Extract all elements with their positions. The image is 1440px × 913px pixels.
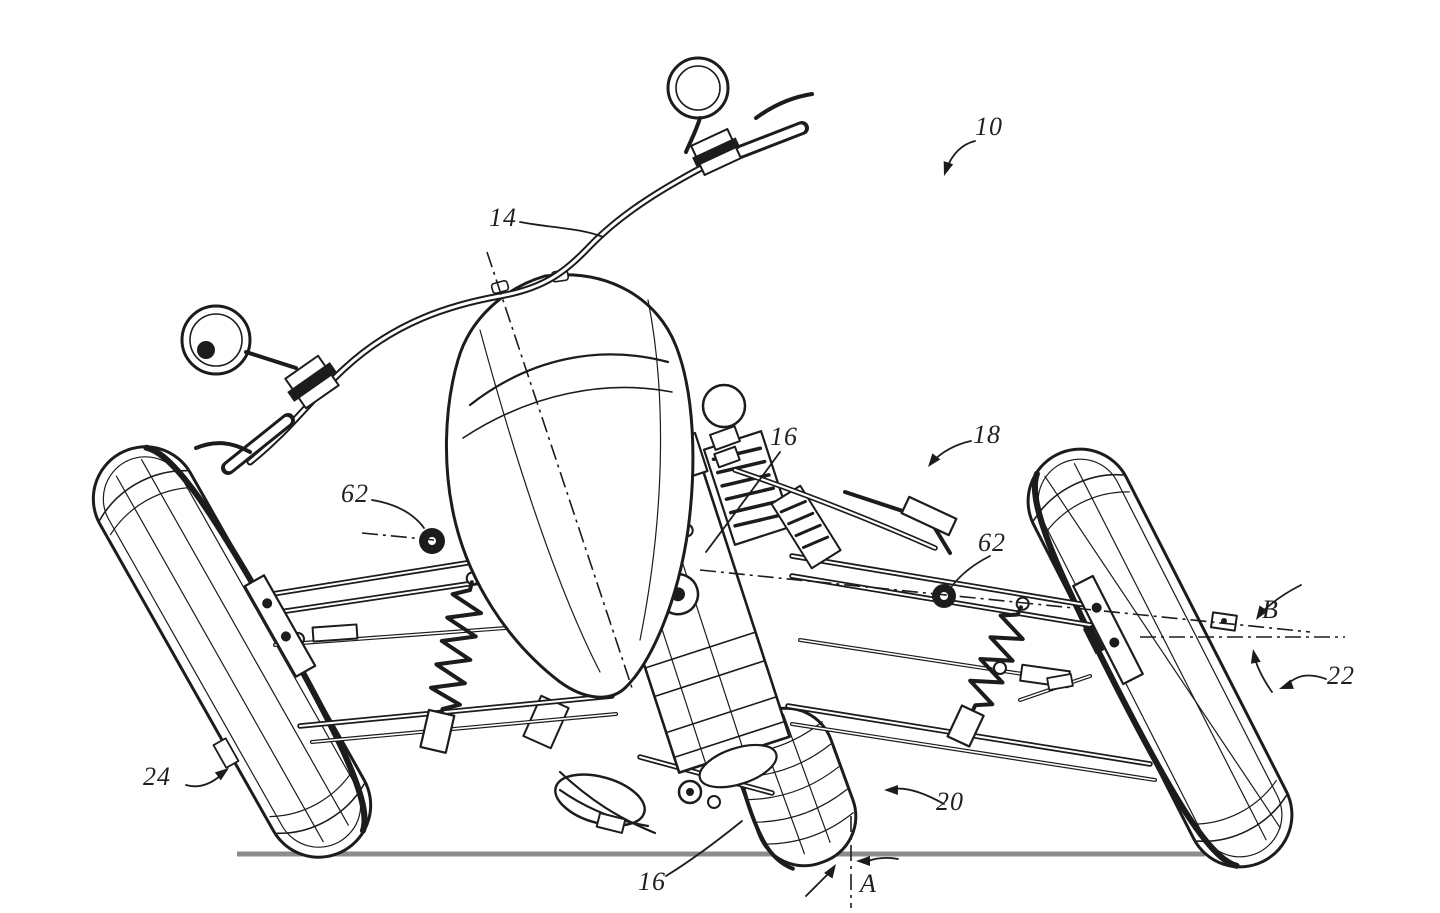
fork-bellows bbox=[770, 484, 842, 570]
left-wheel-upright bbox=[243, 574, 317, 678]
arrowhead-10 bbox=[943, 161, 954, 176]
tilt-pivot-left bbox=[419, 528, 445, 554]
tilt-axis-line-right bbox=[699, 569, 1311, 633]
ref-label-16-lower: 16 bbox=[638, 867, 666, 896]
steering-axis-line bbox=[486, 251, 633, 689]
mirror-left bbox=[180, 304, 298, 376]
front-fairing bbox=[444, 269, 695, 699]
ref-label-22: 22 bbox=[1327, 661, 1355, 690]
tilt-axis-line-left bbox=[361, 532, 435, 541]
handlebar-clamp-right bbox=[690, 128, 742, 176]
headlamp bbox=[701, 383, 747, 469]
leader-22 bbox=[1287, 674, 1327, 685]
right-suspension-arms bbox=[785, 553, 1157, 782]
right-front-wheel bbox=[1026, 447, 1294, 869]
arrowhead-B-lower bbox=[1250, 649, 1261, 664]
arrowhead-18 bbox=[928, 453, 941, 467]
right-shock-spring bbox=[946, 596, 1030, 748]
leader-62-right bbox=[951, 555, 991, 587]
annotations bbox=[185, 140, 1327, 897]
ref-label-16-upper: 16 bbox=[770, 422, 798, 451]
right-wheel-upright bbox=[1072, 574, 1144, 686]
ref-label-62-right: 62 bbox=[978, 528, 1006, 557]
leader-16-lower bbox=[665, 820, 743, 877]
ref-label-10: 10 bbox=[975, 112, 1003, 141]
handlebar bbox=[194, 92, 814, 475]
arrowhead-24 bbox=[214, 768, 229, 781]
mirror-right bbox=[666, 56, 730, 154]
right-axle-stub bbox=[1210, 611, 1238, 632]
arrowhead-20 bbox=[884, 785, 898, 795]
leader-14 bbox=[519, 221, 604, 238]
leader-A-left bbox=[805, 871, 831, 897]
ref-label-20: 20 bbox=[936, 787, 964, 816]
leader-16-upper bbox=[705, 451, 781, 553]
rear-subframe-pedal bbox=[732, 467, 958, 555]
arrowhead-A-left bbox=[824, 864, 836, 879]
ref-label-18: 18 bbox=[973, 420, 1001, 449]
ref-label-14: 14 bbox=[489, 203, 517, 232]
ref-label-A: A bbox=[860, 869, 877, 898]
ref-label-62-left: 62 bbox=[341, 479, 369, 508]
leader-24 bbox=[185, 775, 221, 788]
right-shock-linkage bbox=[1018, 673, 1092, 702]
arrowhead-22 bbox=[1279, 679, 1294, 689]
reference-lines bbox=[361, 251, 1345, 908]
leader-A-right bbox=[867, 856, 899, 862]
ref-label-24: 24 bbox=[143, 762, 171, 791]
leader-62-left bbox=[371, 499, 425, 529]
arrowhead-B-upper bbox=[1256, 605, 1268, 620]
arrowhead-A-right bbox=[856, 856, 870, 866]
ref-label-B: B bbox=[1262, 595, 1279, 624]
handlebar-clamp-left bbox=[284, 354, 340, 410]
